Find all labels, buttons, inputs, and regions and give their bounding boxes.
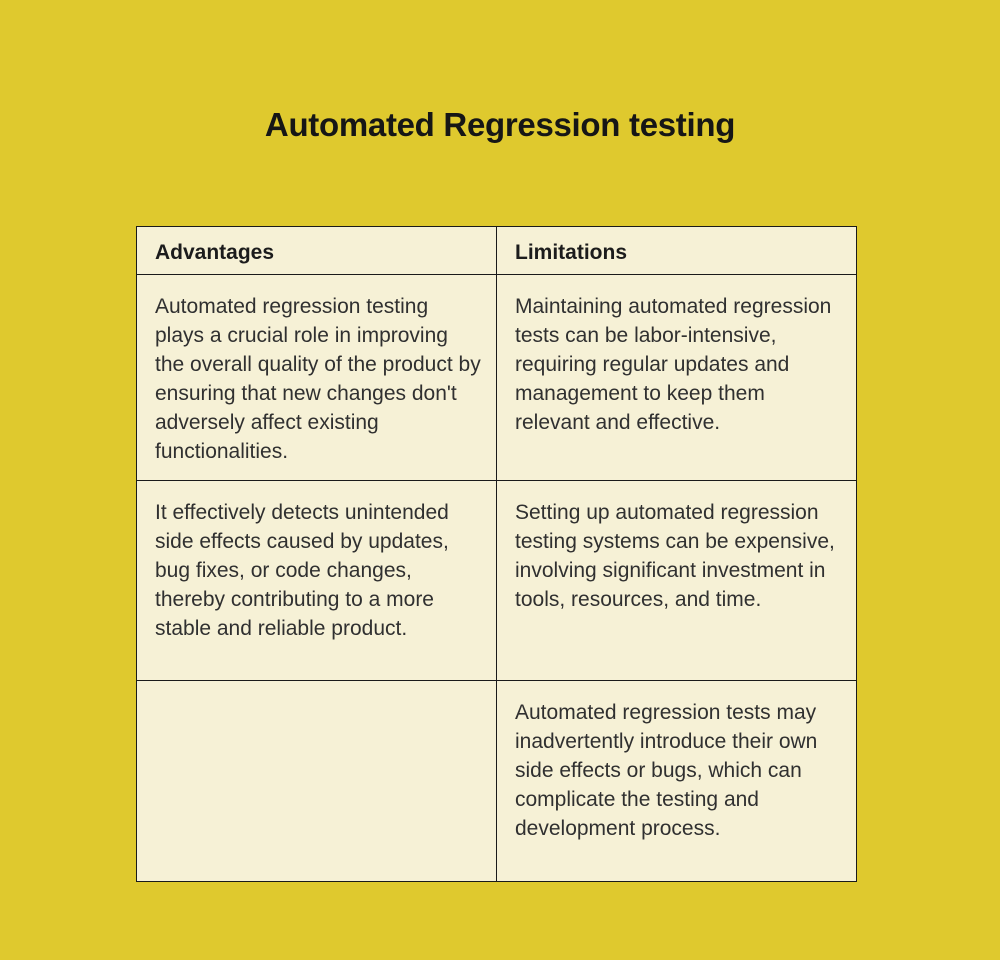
advantages-limitations-table: Advantages Limitations Automated regress… [136,226,857,882]
table-row: Automated regression tests may inadverte… [136,680,857,882]
table-row: Automated regression testing plays a cru… [136,274,857,481]
advantage-cell-3-empty [136,680,497,882]
comparison-table-container: Advantages Limitations Automated regress… [136,226,857,882]
limitation-cell-2: Setting up automated regression testing … [496,480,857,681]
table-header-row: Advantages Limitations [136,226,857,275]
table-row: It effectively detects unintended side e… [136,480,857,681]
column-header-limitations: Limitations [496,226,857,275]
advantage-cell-2: It effectively detects unintended side e… [136,480,497,681]
page-title: Automated Regression testing [264,106,736,144]
column-header-advantages: Advantages [136,226,497,275]
advantage-cell-1: Automated regression testing plays a cru… [136,274,497,481]
limitation-cell-3: Automated regression tests may inadverte… [496,680,857,882]
limitation-cell-1: Maintaining automated regression tests c… [496,274,857,481]
